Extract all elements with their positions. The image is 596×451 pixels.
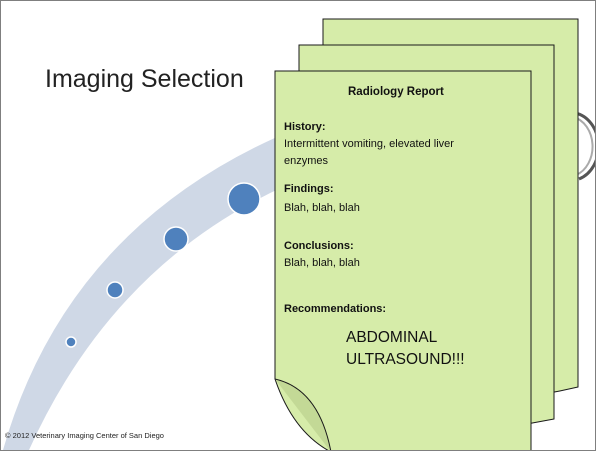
arc-dot-3 (163, 226, 189, 252)
history-text-line1: Intermittent vomiting, elevated liver (284, 138, 454, 150)
arc-dot-4 (227, 182, 261, 216)
report-title: Radiology Report (348, 86, 444, 98)
footer-copyright: © 2012 Veterinary Imaging Center of San … (5, 431, 164, 440)
page-curl (274, 378, 332, 450)
slide-title: Imaging Selection (45, 65, 244, 93)
report-page-front (274, 70, 532, 450)
findings-label: Findings: (284, 183, 334, 195)
arc-band (3, 119, 321, 450)
conclusions-label: Conclusions: (284, 240, 354, 252)
conclusions-text: Blah, blah, blah (284, 257, 360, 269)
hidden-circle-edge-inner (572, 116, 594, 176)
arc-dot-2 (106, 281, 124, 299)
findings-text: Blah, blah, blah (284, 202, 360, 214)
arc-dot-1 (65, 336, 77, 348)
history-text-line2: enzymes (284, 155, 329, 167)
history-label: History: (284, 121, 326, 133)
hidden-circle-edge (574, 111, 595, 181)
recommendation-line1: ABDOMINAL (346, 329, 438, 346)
recommendation-line2: ULTRASOUND!!! (346, 351, 465, 368)
recommendations-label: Recommendations: (284, 303, 387, 315)
